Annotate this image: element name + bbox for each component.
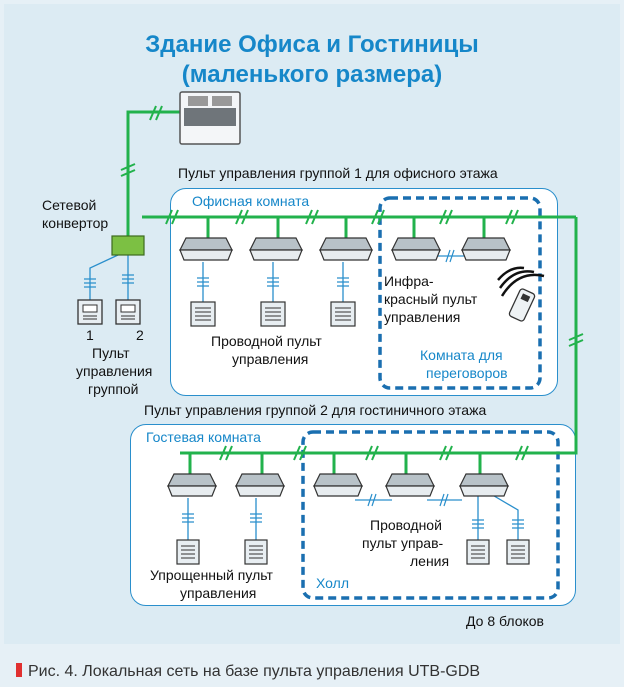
wired-remote-icon bbox=[466, 539, 490, 565]
indoor-cassette-icon bbox=[319, 237, 373, 261]
meeting-room-label: Комната для bbox=[420, 347, 503, 363]
ir-remote-label: Инфра- bbox=[384, 273, 434, 289]
indoor-cassette-icon bbox=[313, 473, 363, 497]
wired-remote-icon bbox=[190, 301, 216, 327]
wired-remote-label-2: ления bbox=[410, 553, 450, 569]
hall-label: Холл bbox=[316, 575, 349, 591]
indoor-cassette-icon bbox=[167, 473, 217, 497]
guest-room-label: Гостевая комната bbox=[146, 429, 261, 445]
wired-remote-label: Проводной пульт bbox=[211, 333, 322, 349]
up-to-8-units-label: До 8 блоков bbox=[466, 613, 544, 629]
wired-remote-icon bbox=[506, 539, 530, 565]
wired-remote-label-2: Проводной bbox=[370, 517, 442, 533]
group-remote-label: управления bbox=[76, 363, 153, 379]
ir-remote-label: красный пульт bbox=[384, 291, 478, 307]
network-converter-label: конвертор bbox=[42, 215, 109, 231]
hall-area bbox=[301, 430, 560, 600]
simple-remote-label: управления bbox=[180, 585, 257, 601]
wired-remote-label-2: пульт управ- bbox=[362, 535, 444, 551]
office-room-label: Офисная комната bbox=[192, 193, 310, 209]
network-converter-label: Сетевой bbox=[42, 197, 97, 213]
indoor-cassette-icon bbox=[459, 473, 509, 497]
group-remote-number-1: 1 bbox=[86, 327, 94, 343]
office-room-box bbox=[170, 188, 558, 396]
indoor-cassette-icon bbox=[179, 237, 233, 261]
caption-text: Рис. 4. Локальная сеть на базе пульта уп… bbox=[28, 663, 481, 680]
meeting-room-label: переговоров bbox=[426, 365, 508, 381]
meeting-room-area bbox=[378, 196, 542, 390]
figure-caption: Рис. 4. Локальная сеть на базе пульта уп… bbox=[16, 663, 480, 681]
group-remote-label: Пульт bbox=[92, 345, 130, 361]
simple-remote-icon bbox=[244, 539, 268, 565]
diagram-title: Здание Офиса и Гостиницы bbox=[145, 31, 479, 58]
group2-label: Пульт управления группой 2 для гостиничн… bbox=[144, 402, 487, 418]
simple-remote-icon bbox=[176, 539, 200, 565]
ir-remote-label: управления bbox=[384, 309, 461, 325]
indoor-cassette-icon bbox=[385, 473, 435, 497]
indoor-cassette-icon bbox=[235, 473, 285, 497]
wired-remote-icon bbox=[330, 301, 356, 327]
indoor-cassette-icon bbox=[249, 237, 303, 261]
group-remote-label: группой bbox=[88, 381, 139, 397]
diagram-subtitle: (маленького размера) bbox=[181, 61, 443, 88]
caption-marker bbox=[16, 663, 22, 677]
outdoor-unit-icon bbox=[179, 91, 241, 145]
indoor-cassette-icon bbox=[461, 237, 511, 261]
wired-remote-icon bbox=[260, 301, 286, 327]
infrared-remote-icon bbox=[497, 266, 545, 322]
simple-remote-label: Упрощенный пульт bbox=[150, 567, 273, 583]
group-remote-2-icon bbox=[115, 299, 141, 325]
wired-remote-label: управления bbox=[232, 351, 309, 367]
indoor-cassette-icon bbox=[391, 237, 441, 261]
network-converter-icon bbox=[111, 235, 145, 256]
group1-label: Пульт управления группой 1 для офисного … bbox=[178, 165, 498, 181]
group-remote-number-2: 2 bbox=[136, 327, 144, 343]
group-remote-1-icon bbox=[77, 299, 103, 325]
